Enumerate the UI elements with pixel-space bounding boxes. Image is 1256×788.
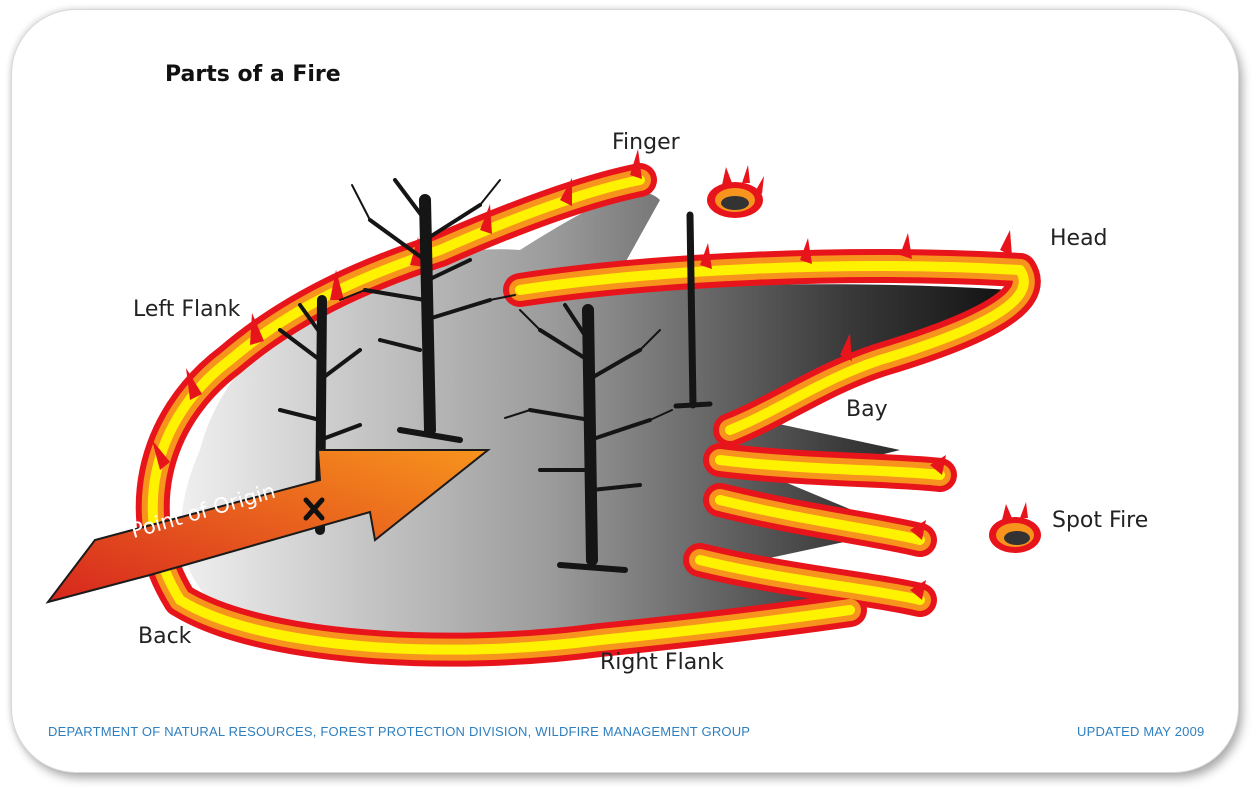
- burned-tree: [339, 178, 516, 443]
- label-head: Head: [1050, 226, 1108, 251]
- label-spot-fire: Spot Fire: [1052, 508, 1149, 533]
- footer-updated: UPDATED MAY 2009: [1077, 724, 1205, 739]
- label-bay: Bay: [846, 397, 888, 422]
- label-finger: Finger: [612, 130, 680, 155]
- page-title: Parts of a Fire: [165, 62, 341, 87]
- x-mark-icon: [303, 497, 325, 521]
- label-right-flank: Right Flank: [600, 650, 724, 675]
- label-left-flank: Left Flank: [133, 297, 241, 322]
- burned-tree: [504, 303, 673, 573]
- point-of-origin-arrow: [45, 449, 491, 604]
- fire-perimeter: [135, 163, 1041, 667]
- spot-fire-small-top: [707, 165, 764, 218]
- footer-department: DEPARTMENT OF NATURAL RESOURCES, FOREST …: [48, 724, 751, 739]
- spot-fire: [989, 502, 1041, 553]
- burned-snag: [673, 211, 713, 409]
- label-back: Back: [138, 624, 192, 649]
